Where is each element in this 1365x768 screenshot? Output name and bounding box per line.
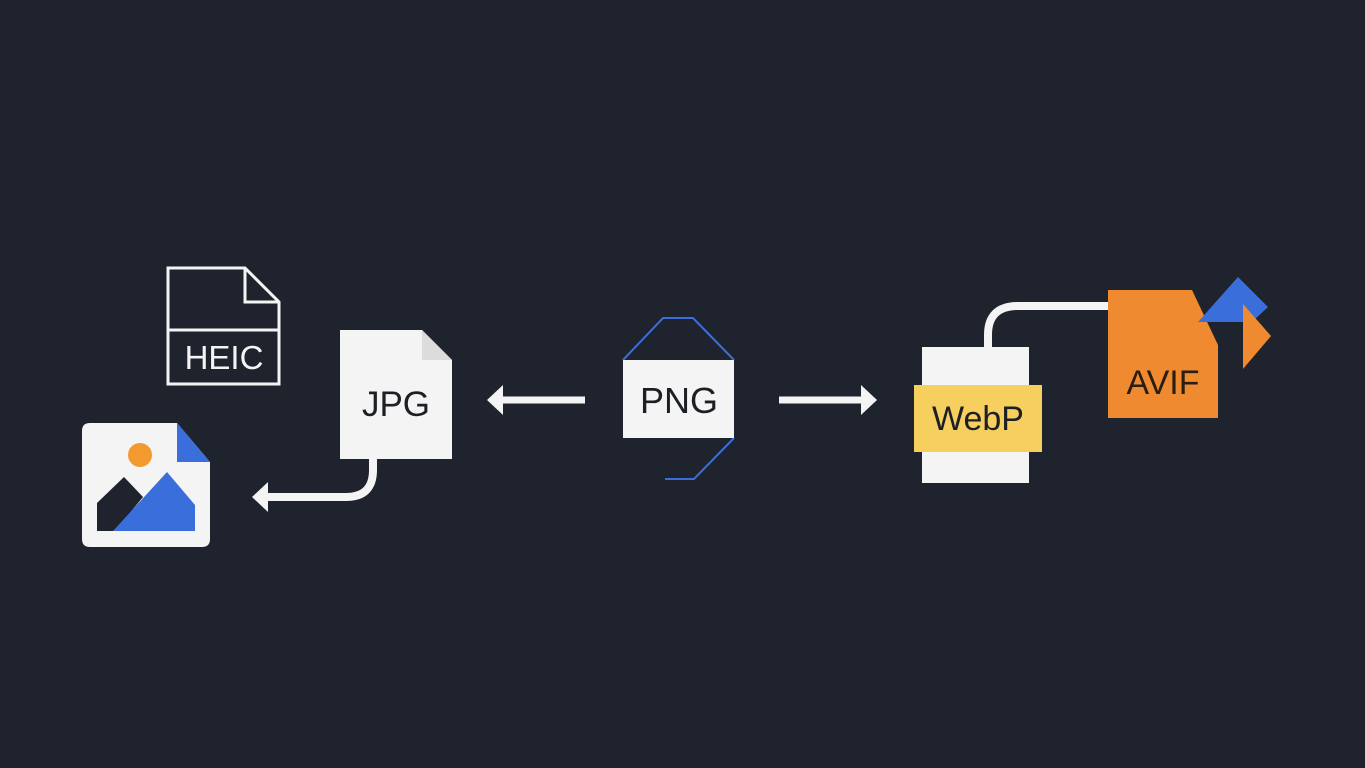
- arrowhead-left-icon: [487, 385, 503, 415]
- arrowhead-right-icon: [861, 385, 877, 415]
- avif-label: AVIF: [1126, 364, 1199, 402]
- png-file-icon: PNG: [622, 317, 735, 480]
- orange-arrow-shape-icon: [1243, 304, 1271, 369]
- heic-label: HEIC: [185, 339, 264, 376]
- webp-label: WebP: [932, 400, 1024, 438]
- blue-arrow-shape-icon: [1198, 277, 1268, 322]
- heic-file-icon: HEIC: [166, 266, 281, 386]
- jpg-label: JPG: [362, 385, 430, 424]
- webp-file-icon: WebP: [914, 347, 1042, 483]
- webp-to-avif-connector: [984, 302, 1112, 348]
- jpg-to-image-connector: [266, 459, 377, 501]
- png-label: PNG: [640, 380, 718, 421]
- arrowhead-left-icon: [252, 482, 268, 512]
- sun-icon: [128, 443, 152, 467]
- avif-file-icon: AVIF: [1108, 290, 1218, 418]
- jpg-file-icon: JPG: [340, 330, 452, 459]
- image-file-icon: [82, 423, 210, 547]
